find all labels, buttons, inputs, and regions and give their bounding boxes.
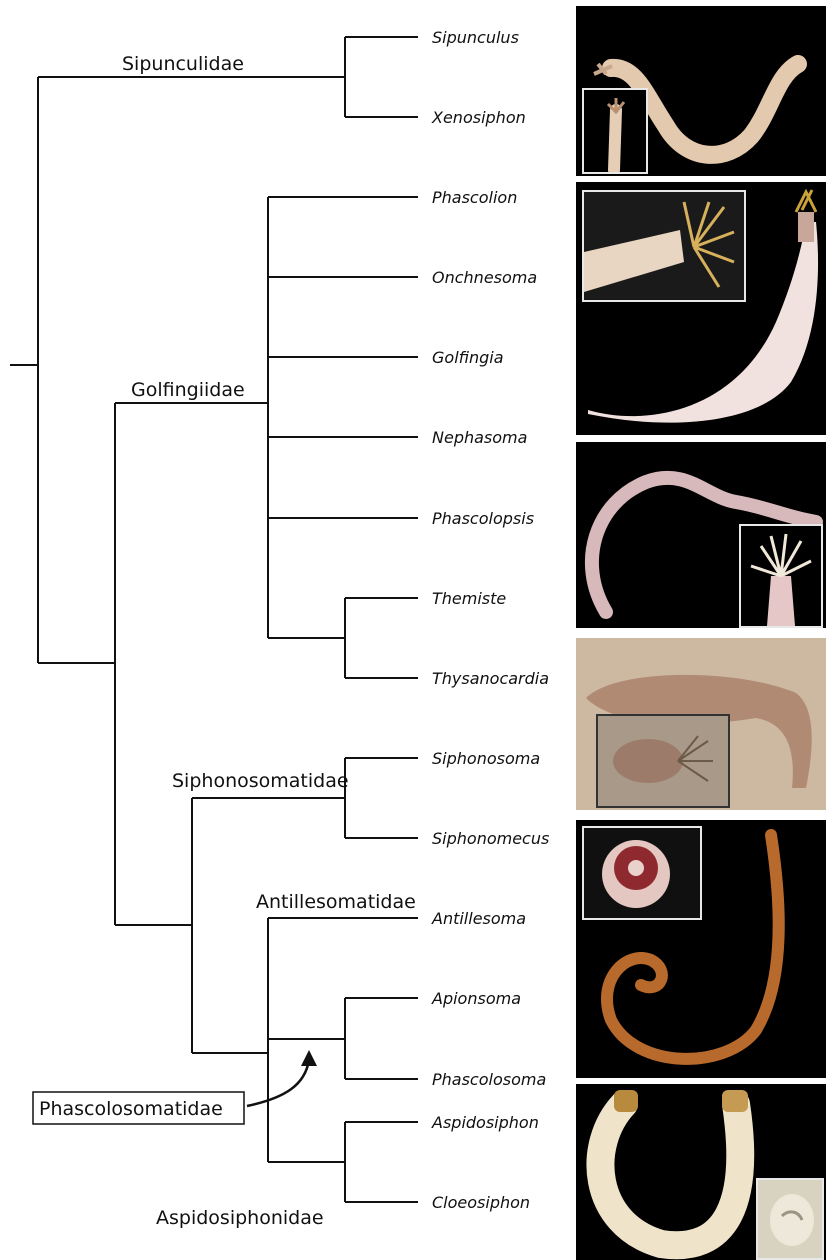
genus-label-nephasoma: Nephasoma [432, 428, 527, 447]
phascolopsis-inset-photo [739, 524, 823, 628]
genus-label-cloeosiphon: Cloeosiphon [432, 1193, 530, 1212]
genus-label-golfingia: Golfingia [432, 348, 504, 367]
phascolopsis-specimen-photo [576, 442, 826, 628]
genus-label-xenosiphon: Xenosiphon [431, 108, 526, 127]
sipunculidae-specimen-photo [576, 6, 826, 176]
aspidosiphon-inset-photo [756, 1178, 824, 1260]
family-label-sipunculidae: Sipunculidae [122, 53, 244, 75]
genus-label-themiste: Themiste [432, 589, 506, 608]
golfingia-inset-photo [582, 190, 746, 302]
genus-label-onchnesoma: Onchnesoma [432, 268, 537, 287]
sipunculidae-inset-photo [582, 88, 648, 174]
genus-label-apionsoma: Apionsoma [431, 989, 521, 1008]
genus-label-phascolion: Phascolion [432, 188, 517, 207]
phascolosoma-inset-photo [582, 826, 702, 920]
family-label-golfingiidae: Golfingiidae [131, 379, 245, 401]
phascolosoma-specimen-photo [576, 820, 826, 1078]
family-label-siphonosomatidae: Siphonosomatidae [172, 770, 349, 792]
genus-label-siphonosoma: Siphonosoma [432, 749, 540, 768]
genus-label-phascolopsis: Phascolopsis [432, 509, 534, 528]
golfingia-specimen-photo [576, 182, 826, 435]
aspidosiphon-specimen-photo [576, 1084, 826, 1260]
siphonosoma-inset-photo [596, 714, 730, 808]
genus-label-siphonomecus: Siphonomecus [432, 829, 549, 848]
genus-label-antillesoma: Antillesoma [431, 909, 526, 928]
genus-label-aspidosiphon: Aspidosiphon [431, 1113, 539, 1132]
siphonosoma-specimen-photo [576, 638, 826, 810]
curved-arrow [247, 1050, 317, 1106]
genus-label-sipunculus: Sipunculus [432, 28, 519, 47]
family-label-phascolosomatidae: Phascolosomatidae [39, 1098, 223, 1120]
tree-branches [10, 37, 418, 1202]
family-label-antillesomatidae: Antillesomatidae [256, 891, 416, 913]
family-label-aspidosiphonidae: Aspidosiphonidae [156, 1207, 324, 1229]
genus-label-thysanocardia: Thysanocardia [432, 669, 549, 688]
genus-label-phascolosoma: Phascolosoma [432, 1070, 546, 1089]
phylogenetic-tree: Sipunculidae Golfingiidae Siphonosomatid… [0, 0, 570, 1260]
